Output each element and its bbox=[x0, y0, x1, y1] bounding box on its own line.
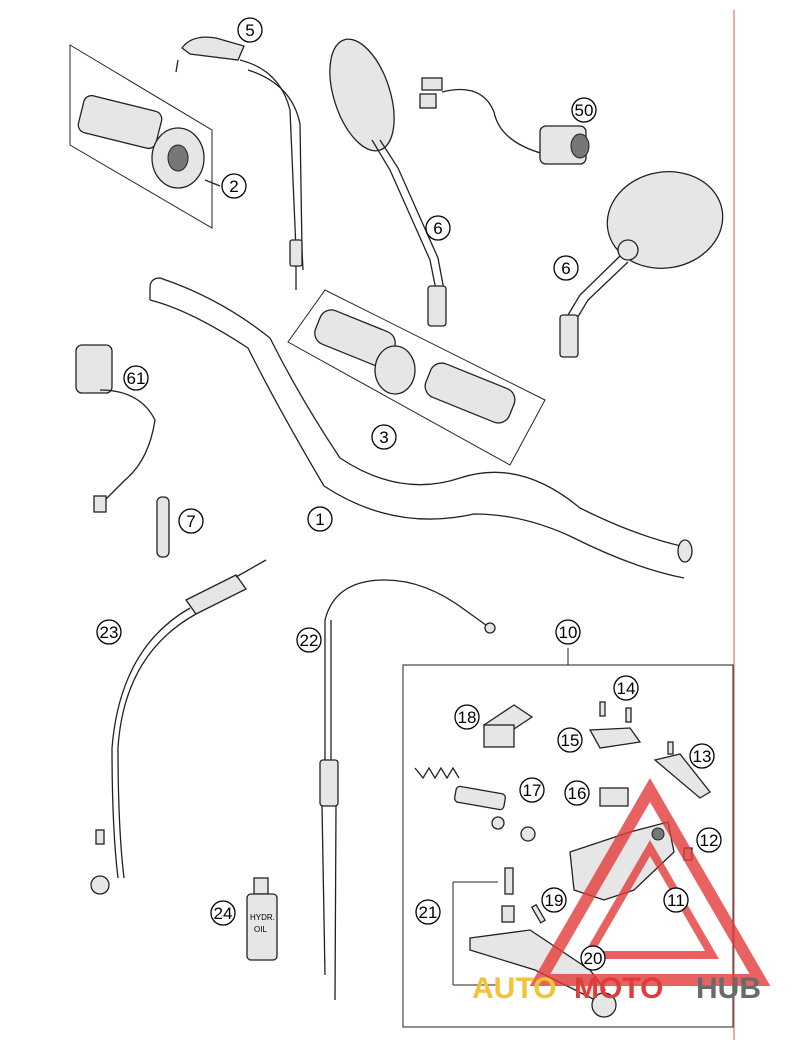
callout-label: 13 bbox=[693, 747, 712, 766]
mirror-right-illustration bbox=[559, 171, 724, 358]
callout-label: 10 bbox=[559, 623, 578, 642]
clutch-hose-illustration bbox=[90, 559, 267, 895]
cable-illustration bbox=[319, 579, 496, 1001]
callout-circle bbox=[519, 777, 545, 803]
callout-circle bbox=[555, 619, 581, 645]
callout-3: 3 bbox=[371, 424, 397, 450]
callout-circle bbox=[96, 619, 122, 645]
mirror-left-illustration bbox=[329, 38, 447, 327]
strap-illustration bbox=[156, 496, 170, 558]
callout-2: 2 bbox=[221, 173, 247, 199]
callout-label: 1 bbox=[315, 510, 324, 529]
callout-label: 14 bbox=[617, 679, 636, 698]
callout-10: 10 bbox=[555, 619, 581, 645]
callout-circle bbox=[425, 215, 451, 241]
callout-label: 6 bbox=[433, 219, 442, 238]
callout-circle bbox=[571, 97, 597, 123]
callout-6: 6 bbox=[553, 255, 579, 281]
callout-label: 21 bbox=[419, 903, 438, 922]
callout-label: 7 bbox=[186, 512, 195, 531]
grips-illustration bbox=[287, 289, 546, 466]
callout-label: 3 bbox=[379, 428, 388, 447]
callout-circle bbox=[564, 780, 590, 806]
callout-circle bbox=[454, 704, 480, 730]
oil-label-line1: HYDR. bbox=[250, 913, 275, 922]
callout-label: 18 bbox=[458, 708, 477, 727]
callout-17: 17 bbox=[519, 777, 545, 803]
oil-label-line2: OIL bbox=[254, 925, 267, 934]
callout-label: 24 bbox=[214, 904, 233, 923]
callout-label: 16 bbox=[568, 784, 587, 803]
callout-circle bbox=[541, 887, 567, 913]
watermark-hub: HUB bbox=[696, 972, 761, 1005]
callout-11: 11 bbox=[663, 887, 689, 913]
callout-label: 19 bbox=[545, 891, 564, 910]
callout-circle bbox=[613, 675, 639, 701]
callout-circle bbox=[696, 827, 722, 853]
callout-circle bbox=[237, 17, 263, 43]
callout-61: 61 bbox=[123, 365, 149, 391]
watermark-moto: MOTO bbox=[574, 972, 663, 1005]
callout-13: 13 bbox=[689, 743, 715, 769]
callout-18: 18 bbox=[454, 704, 480, 730]
callout-circle bbox=[221, 173, 247, 199]
kill-switch-illustration bbox=[75, 344, 156, 513]
callout-label: 11 bbox=[667, 891, 685, 910]
callout-24: 24 bbox=[210, 900, 236, 926]
throttle-cables-illustration bbox=[175, 36, 304, 290]
callout-14: 14 bbox=[613, 675, 639, 701]
callout-label: 2 bbox=[229, 177, 238, 196]
callout-label: 23 bbox=[100, 623, 119, 642]
callout-label: 22 bbox=[300, 631, 319, 650]
callout-label: 61 bbox=[127, 369, 146, 388]
callout-label: 15 bbox=[561, 731, 580, 750]
callout-circle bbox=[557, 727, 583, 753]
callout-layer: 5 2 6 50 6 3 61 7 1 23 22 10 14 18 15 13 17 16 12 11 21 19 20 2… bbox=[96, 17, 722, 971]
callout-circle bbox=[553, 255, 579, 281]
callout-6: 6 bbox=[425, 215, 451, 241]
handlebar-illustration bbox=[149, 277, 693, 579]
callout-label: 5 bbox=[245, 21, 254, 40]
clutch-master-cylinder-group bbox=[402, 648, 734, 1028]
callout-label: 50 bbox=[575, 101, 594, 120]
watermark-logo: AUTO MOTO HUB bbox=[472, 778, 771, 1005]
callout-circle bbox=[371, 424, 397, 450]
callout-1: 1 bbox=[307, 506, 333, 532]
callout-circle bbox=[663, 887, 689, 913]
callout-15: 15 bbox=[557, 727, 583, 753]
callout-21: 21 bbox=[415, 899, 441, 925]
callout-circle bbox=[210, 900, 236, 926]
callout-5: 5 bbox=[237, 17, 263, 43]
hydraulic-oil-illustration: HYDR. OIL bbox=[246, 877, 278, 961]
callout-label: 20 bbox=[584, 949, 603, 968]
callout-circle bbox=[307, 506, 333, 532]
callout-19: 19 bbox=[541, 887, 567, 913]
callout-circle bbox=[580, 945, 606, 971]
callout-label: 12 bbox=[700, 831, 719, 850]
callout-20: 20 bbox=[580, 945, 606, 971]
callout-label: 17 bbox=[523, 781, 542, 800]
throttle-grip-illustration bbox=[69, 44, 221, 229]
callout-16: 16 bbox=[564, 780, 590, 806]
callout-circle bbox=[415, 899, 441, 925]
callout-12: 12 bbox=[696, 827, 722, 853]
watermark-auto: AUTO bbox=[472, 972, 556, 1005]
callout-circle bbox=[689, 743, 715, 769]
callout-circle bbox=[123, 365, 149, 391]
switch-illustration bbox=[419, 77, 590, 165]
callout-7: 7 bbox=[178, 508, 204, 534]
callout-label: 6 bbox=[561, 259, 570, 278]
callout-circle bbox=[296, 627, 322, 653]
callout-50: 50 bbox=[571, 97, 597, 123]
callout-circle bbox=[178, 508, 204, 534]
callout-23: 23 bbox=[96, 619, 122, 645]
callout-22: 22 bbox=[296, 627, 322, 653]
